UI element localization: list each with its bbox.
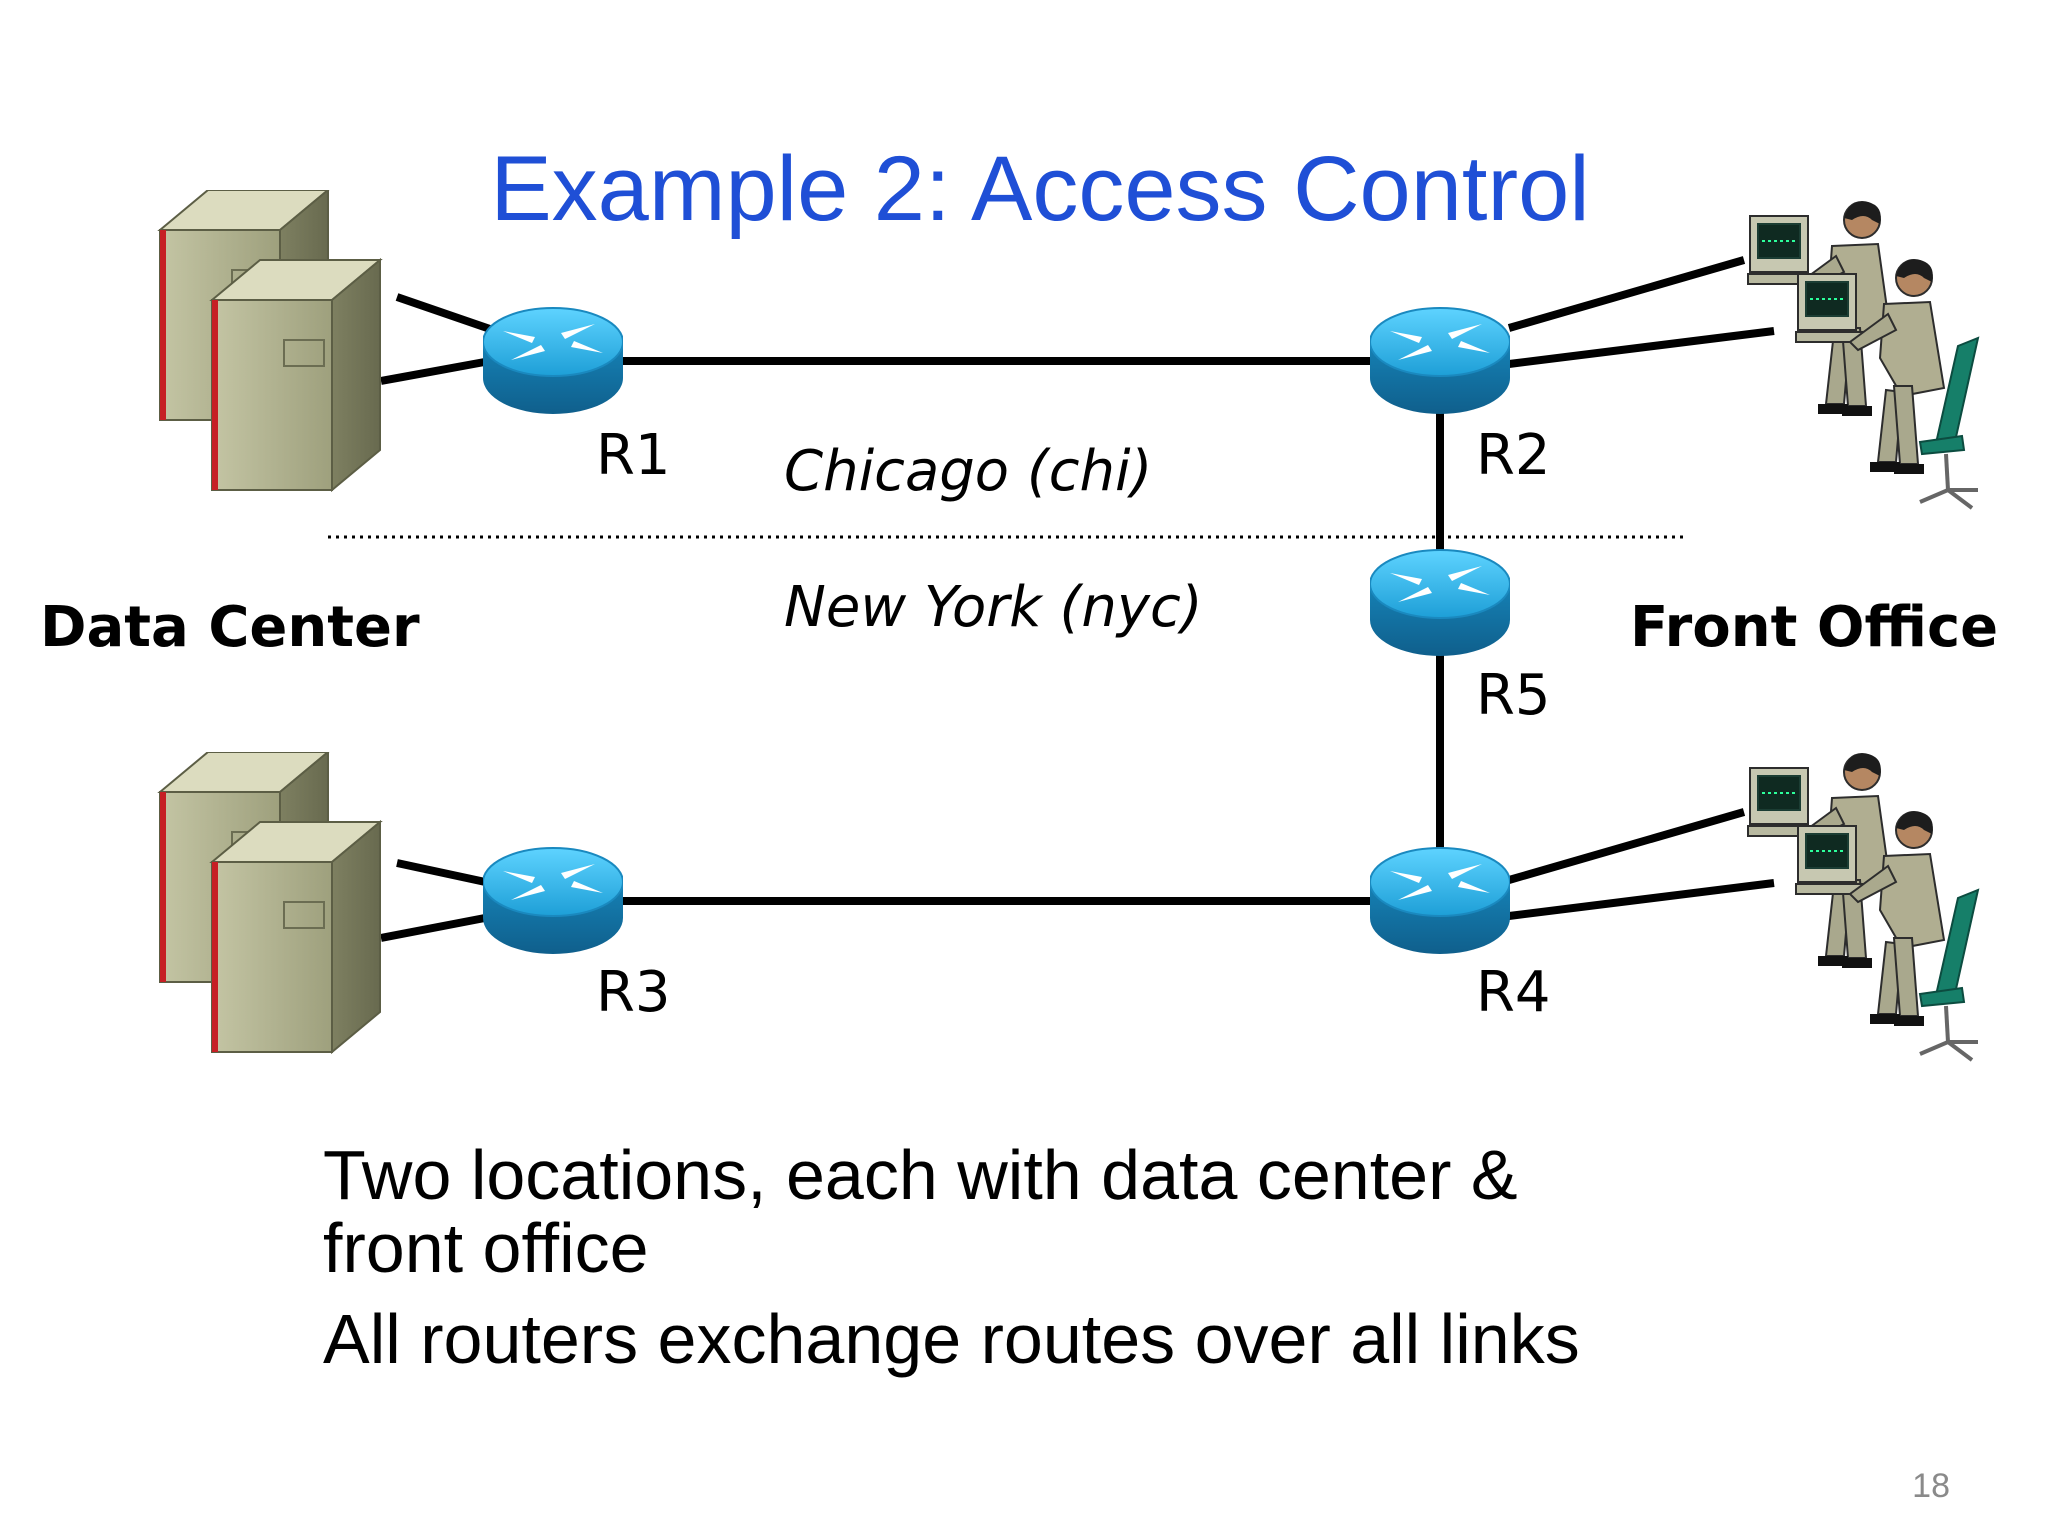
link-r2-front-office-a (1507, 256, 1746, 332)
data-center-nyc-servers (159, 752, 381, 1053)
front-office-nyc-workstations (1746, 751, 1980, 1062)
network-links (380, 256, 1775, 942)
slide-title: Example 2: Access Control (490, 138, 1589, 240)
link-data-center-chi-r1-b (380, 357, 491, 385)
router-r1[interactable] (483, 307, 623, 415)
router-r5[interactable] (1370, 549, 1510, 657)
router-icon (1370, 549, 1510, 657)
city-label-new-york: New York (nyc) (784, 575, 1203, 640)
router-label-r4: R4 (1476, 960, 1551, 1025)
link-data-center-nyc-r3-a (396, 859, 491, 887)
bullet-line-1: Two locations, each with data center & (323, 1136, 1518, 1214)
link-r4-front-office-a (1507, 808, 1746, 884)
router-r2[interactable] (1370, 307, 1510, 415)
link-data-center-nyc-r3-b (380, 913, 491, 942)
city-label-chicago: Chicago (chi) (784, 439, 1152, 504)
router-icon (483, 307, 623, 415)
bullet-line-2: front office (323, 1209, 649, 1287)
router-icon (1370, 847, 1510, 955)
router-label-r1: R1 (596, 423, 671, 488)
router-icon (1370, 307, 1510, 415)
site-label-data-center: Data Center (40, 595, 420, 660)
site-label-front-office: Front Office (1630, 595, 1998, 660)
front-office-chi-workstations (1746, 199, 1980, 511)
router-r4[interactable] (1370, 847, 1510, 955)
page-number: 18 (1912, 1467, 1950, 1505)
router-label-r3: R3 (596, 960, 671, 1025)
link-data-center-chi-r1-a (395, 293, 492, 333)
link-r2-front-office-b (1508, 327, 1775, 368)
data-center-chi-servers (159, 190, 381, 491)
router-label-r5: R5 (1476, 663, 1551, 728)
bullet-line-3: All routers exchange routes over all lin… (323, 1300, 1580, 1378)
router-r3[interactable] (483, 847, 623, 955)
link-r4-front-office-b (1508, 879, 1775, 920)
router-label-r2: R2 (1476, 423, 1551, 488)
router-icon (483, 847, 623, 955)
